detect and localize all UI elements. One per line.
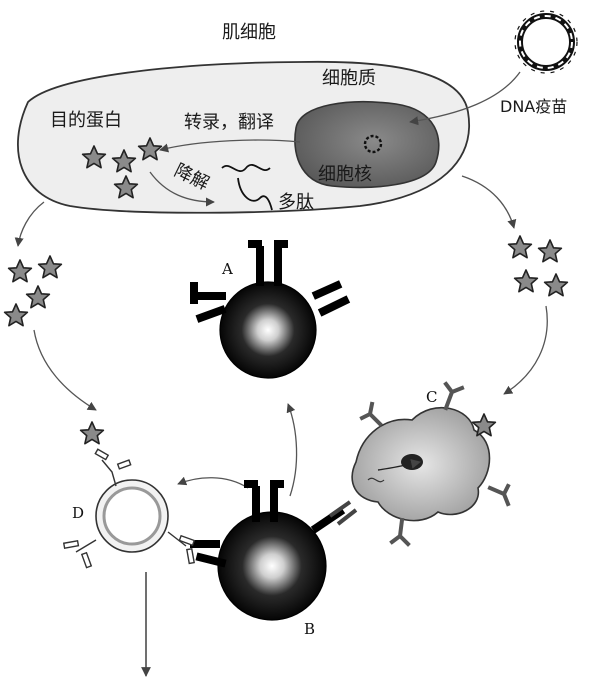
label-nucleus: 细胞核 (318, 164, 372, 185)
polypeptide-chain (221, 164, 271, 172)
released-antigen-right (507, 235, 569, 297)
dna-vaccine-plasmid (514, 10, 578, 74)
cell-a (190, 240, 351, 379)
released-antigen-left (3, 255, 63, 327)
plasmid-in-nucleus (363, 134, 383, 154)
label-cell-d: D (72, 504, 84, 522)
cell-c (351, 381, 511, 547)
cell-d (62, 421, 196, 569)
label-dna-vaccine: DNA疫苗 (500, 97, 567, 116)
label-cell-c: C (426, 388, 437, 406)
label-cell-b: B (304, 620, 315, 638)
nucleus (294, 101, 440, 189)
cell-b (190, 480, 358, 621)
label-cell-a: A (221, 260, 233, 278)
label-target-protein: 目的蛋白 (50, 110, 122, 131)
label-polypeptide: 多肽 (278, 192, 314, 213)
muscle-cell (17, 60, 470, 214)
label-muscle-cell: 肌细胞 (222, 22, 276, 43)
label-transcription-translation: 转录，翻译 (184, 112, 274, 133)
label-cytoplasm: 细胞质 (322, 68, 376, 89)
